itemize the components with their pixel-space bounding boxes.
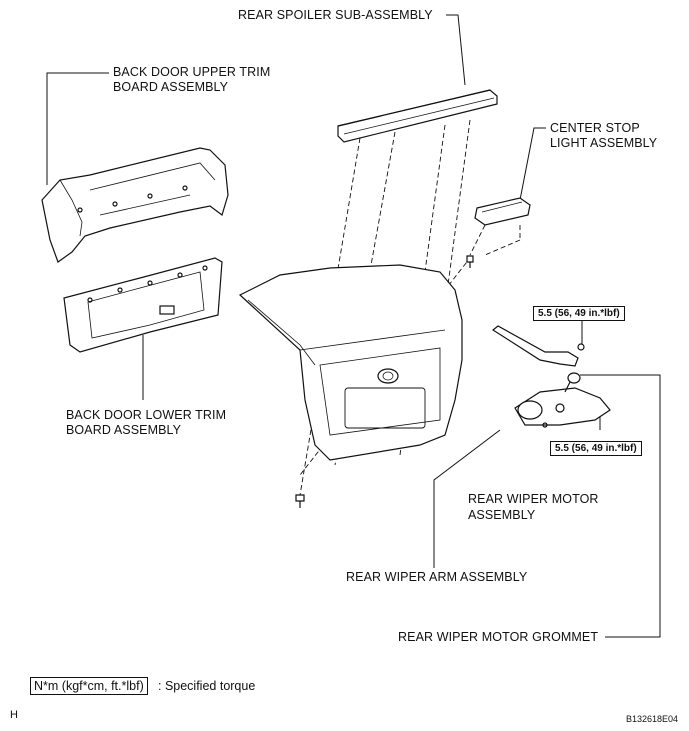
label-wiper-arm: REAR WIPER ARM ASSEMBLY xyxy=(346,570,528,584)
grommet-shape xyxy=(567,372,581,384)
label-center-stop-line1: CENTER STOP xyxy=(550,121,640,135)
label-upper-trim-line2: BOARD ASSEMBLY xyxy=(113,80,229,94)
torque-callout-arm-nut: 5.5 (56, 49 in.*lbf) xyxy=(533,306,625,321)
back-door-shape xyxy=(238,264,463,461)
leader-lines xyxy=(46,14,661,638)
corner-code-right: B132618E04 xyxy=(626,714,679,724)
label-center-stop-line2: LIGHT ASSEMBLY xyxy=(550,136,658,150)
screws xyxy=(295,255,474,508)
label-wiper-motor-line1: REAR WIPER MOTOR xyxy=(468,492,599,506)
corner-code-left: H xyxy=(10,709,18,721)
label-lower-trim-line2: BOARD ASSEMBLY xyxy=(66,423,182,437)
center-stop-light-shape xyxy=(474,197,531,226)
upper-trim-board-shape xyxy=(41,147,229,263)
legend-torque-meaning: : Specified torque xyxy=(158,679,256,693)
label-wiper-grommet: REAR WIPER MOTOR GROMMET xyxy=(398,630,599,644)
label-lower-trim-line1: BACK DOOR LOWER TRIM xyxy=(66,408,227,422)
rear-wiper-motor-shape xyxy=(514,381,611,428)
lower-trim-board-shape xyxy=(63,257,223,353)
rear-wiper-arm-shape xyxy=(491,325,585,367)
torque-callout-motor-bolt: 5.5 (56, 49 in.*lbf) xyxy=(550,441,642,456)
legend-torque-unit-box: N*m (kgf*cm, ft.*lbf) xyxy=(30,677,148,695)
label-rear-spoiler: REAR SPOILER SUB-ASSEMBLY xyxy=(238,8,433,22)
label-upper-trim-line1: BACK DOOR UPPER TRIM xyxy=(113,65,271,79)
rear-spoiler-shape xyxy=(337,89,498,143)
label-wiper-motor-line2: ASSEMBLY xyxy=(468,508,536,522)
